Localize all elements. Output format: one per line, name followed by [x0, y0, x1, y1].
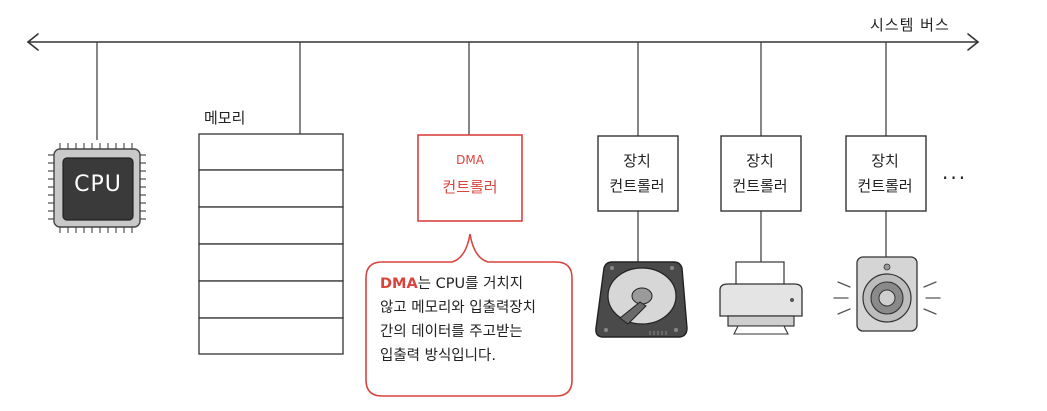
device-controller-label: 컨트롤러	[857, 177, 913, 195]
memory-cell	[198, 133, 344, 171]
device-controller-box	[597, 135, 679, 212]
callout-highlight: DMA	[380, 276, 418, 292]
memory-cell	[198, 169, 344, 208]
dma-label: DMA	[456, 153, 484, 167]
memory-cell	[198, 243, 344, 282]
system-bus	[26, 33, 980, 51]
dma-controller-box	[417, 134, 523, 222]
device-label: 장치	[746, 152, 774, 170]
dma-callout-text: DMA는 CPU를 거치지 않고 메모리와 입출력장치 간의 데이터를 주고받는…	[380, 272, 566, 368]
memory-label: 메모리	[204, 109, 246, 127]
cpu-label: CPU	[74, 172, 122, 197]
hard-disk-icon	[595, 261, 688, 338]
dma-controller-label: 컨트롤러	[442, 178, 498, 196]
callout-bubble	[365, 233, 573, 397]
printer-icon	[719, 261, 803, 335]
device-controller-box	[720, 135, 802, 212]
cpu-chip	[48, 143, 146, 233]
memory-block	[198, 133, 344, 355]
device-controller-label: 컨트롤러	[609, 177, 665, 195]
callout-text: 는 CPU를 거치지	[417, 276, 524, 292]
callout-line: 않고 메모리와 입출력장치	[380, 300, 536, 316]
system-bus-label: 시스템 버스	[870, 16, 950, 34]
memory-cell	[198, 317, 344, 355]
callout-line: DMA는 CPU를 거치지	[380, 272, 566, 296]
device-controller-box	[845, 135, 927, 212]
memory-cell	[198, 206, 344, 245]
bus-connectors	[96, 42, 887, 262]
callout-line: 입출력 방식입니다.	[380, 348, 496, 364]
memory-cell	[198, 280, 344, 319]
device-label: 장치	[871, 152, 899, 170]
device-label: 장치	[623, 152, 651, 170]
more-devices-ellipsis: ···	[942, 166, 968, 190]
bus-left-arrow-icon	[26, 33, 39, 51]
device-controller-label: 컨트롤러	[732, 177, 788, 195]
speaker-icon	[833, 256, 941, 332]
callout-line: 간의 데이터를 주고받는	[380, 324, 523, 340]
bus-right-arrow-icon	[967, 33, 980, 51]
